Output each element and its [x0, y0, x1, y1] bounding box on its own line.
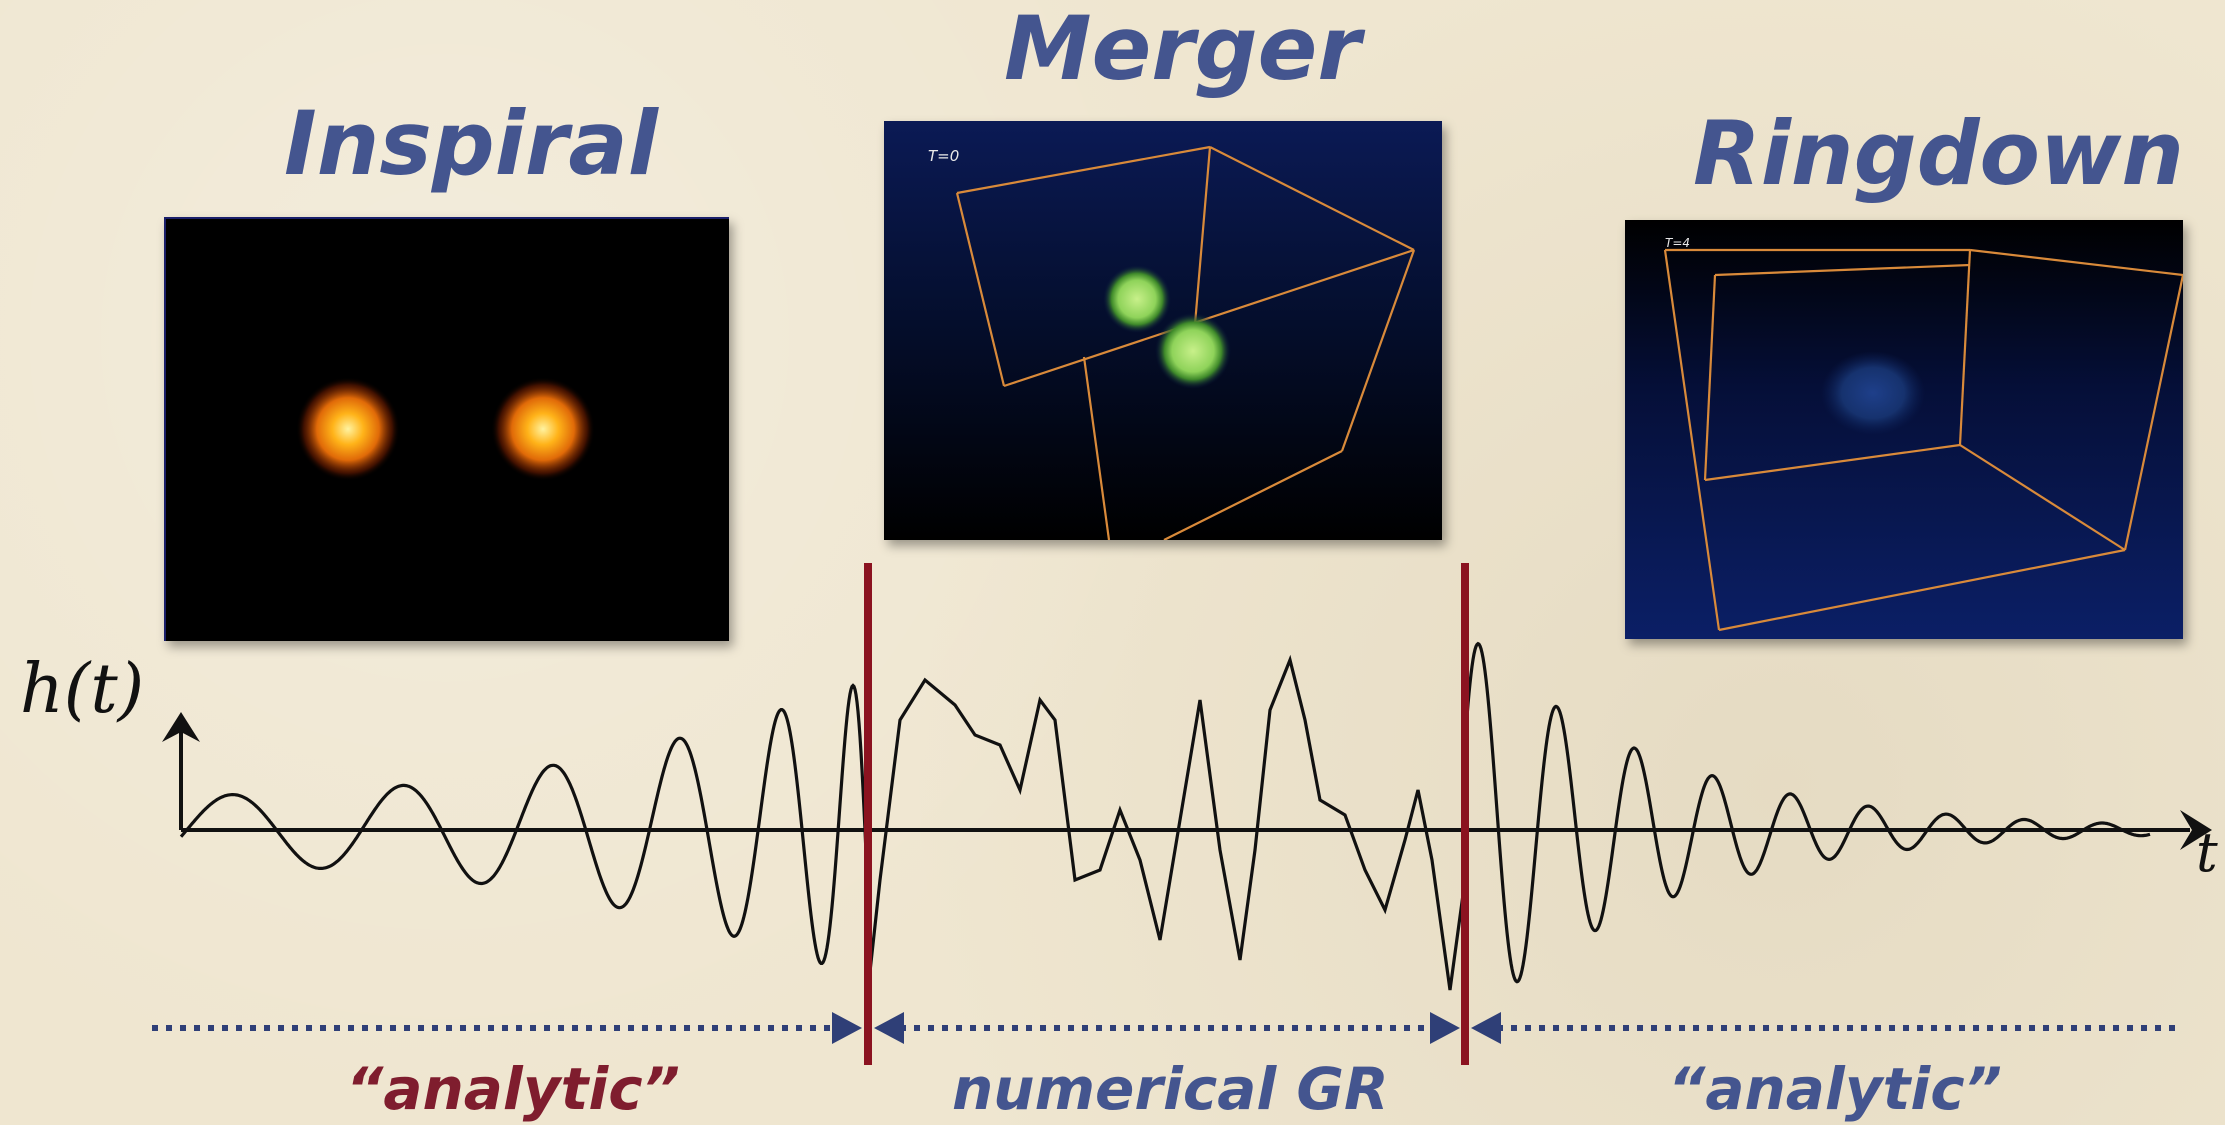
merger-time-label: T=0: [928, 147, 960, 165]
wireframe-box: [1663, 248, 2183, 632]
arrow-head-middle-end: [1430, 1012, 1460, 1044]
x-axis-arrowhead: [2180, 810, 2212, 850]
arrow-head-middle-start: [874, 1012, 904, 1044]
merging-black-hole-b: [1155, 313, 1231, 389]
remnant-black-hole: [1821, 351, 1925, 435]
ringdown-image: T=4: [1625, 220, 2183, 639]
region-label-analytic-right: “analytic”: [1668, 1055, 2002, 1123]
inspiral-image: [164, 217, 729, 641]
merger-title: Merger: [1004, 0, 1361, 100]
ringdown-simulation-graphic: [1663, 248, 2183, 632]
region-label-analytic-left: “analytic”: [346, 1055, 680, 1123]
y-axis-arrowhead: [162, 712, 200, 742]
inspiral-title: Inspiral: [284, 92, 658, 195]
region-label-numerical-gr: numerical GR: [952, 1055, 1389, 1123]
merging-black-hole-a: [1103, 265, 1171, 333]
x-axis-label: t: [2196, 821, 2218, 884]
merger-image: T=0: [884, 121, 1442, 540]
wireframe-box: [955, 145, 1416, 540]
black-hole-left: [296, 377, 400, 481]
inspiral-black-holes-graphic: [296, 377, 595, 481]
arrow-head-left-end: [832, 1012, 862, 1044]
ringdown-title: Ringdown: [1693, 102, 2184, 205]
y-axis-label: h(t): [20, 650, 145, 729]
black-hole-right: [491, 377, 595, 481]
waveform-curve: [179, 641, 2151, 991]
merger-simulation-graphic: [955, 145, 1416, 540]
arrow-head-right-start: [1471, 1012, 1501, 1044]
ringdown-time-label: T=4: [1665, 236, 1691, 250]
